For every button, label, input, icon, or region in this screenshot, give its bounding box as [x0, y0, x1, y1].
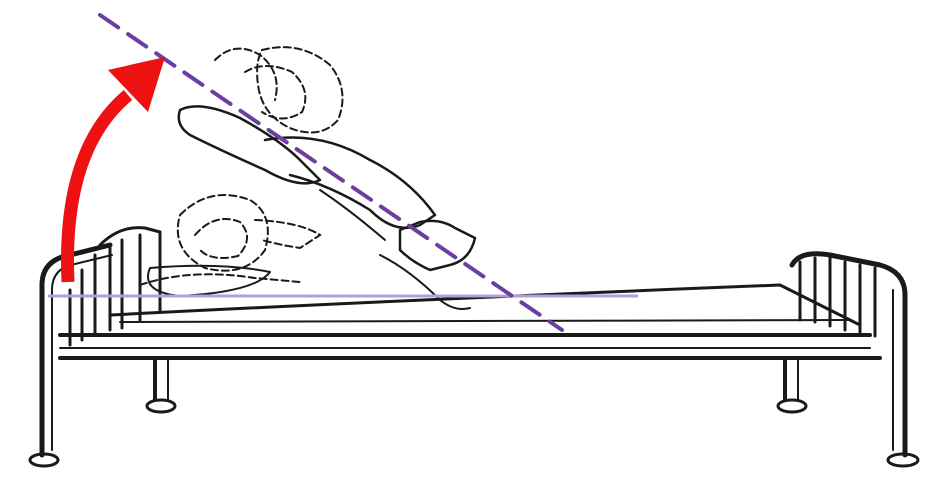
rotation-arrow: [68, 57, 166, 282]
bed: [30, 228, 918, 466]
elevation-angle-line: [100, 15, 562, 330]
lying-head-outline: [178, 195, 268, 271]
figure-lying: [140, 195, 320, 285]
mattress-side: [120, 320, 850, 322]
headboard-left: [30, 228, 160, 466]
raised-hair-outline: [215, 49, 277, 100]
caster-foot: [147, 400, 175, 412]
bed-frame: [60, 266, 880, 358]
lying-arm-outline: [255, 220, 320, 248]
lying-shoulder-outline: [140, 274, 300, 285]
lying-face-outline: [195, 219, 247, 258]
bed-legs: [147, 360, 806, 412]
raised-head-outline: [257, 47, 342, 132]
footboard-post-outer: [792, 254, 905, 455]
caster-foot: [778, 400, 806, 412]
headboard-top-rail: [100, 228, 160, 245]
pillow: [148, 266, 270, 296]
